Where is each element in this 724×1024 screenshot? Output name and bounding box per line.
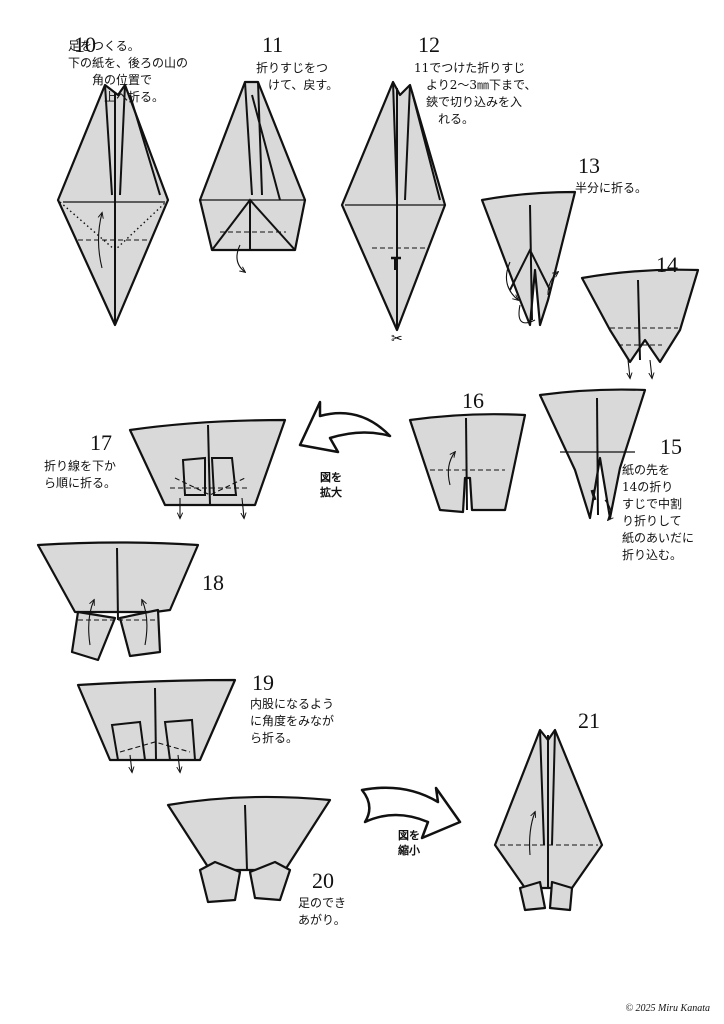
step-17-figure [128,418,287,518]
step-14-figure [580,268,700,378]
step-19-figure [76,678,237,772]
step-20-figure [166,795,332,904]
copyright-notice: © 2025 Miru Kanata [625,1003,710,1014]
step-10-text: 足をつくる。 下の紙を、後ろの山の 角の位置で 上へ折る。 [68,39,189,104]
scissors-icon: ✂ [391,331,403,347]
step-13-text: 半分に折る。 [575,181,648,195]
step-19-text: 内股になるよう に角度をみなが ら折る。 [250,697,335,745]
step-15-text: 紙の先を 14の折り すじで中割 り折りして 紙のあいだに 折り込む。 [622,463,695,562]
step-17-text: 折り線を下か ら順に折る。 [44,459,117,490]
step-21-figure [493,728,604,912]
step-11-number: 11 [262,32,284,57]
shrink-label: 図を 縮小 [398,829,420,857]
step-16-number: 16 [462,388,484,413]
step-12-text: 11でつけた折りすじ より2〜3㎜下まで、 鋏で切り込みを入 れる。 [414,61,537,126]
step-17-number: 17 [90,430,112,455]
step-10-figure [56,83,170,327]
step-18-number: 18 [202,570,224,595]
step-11-text: 折りすじをつ けて、戻す。 [256,61,339,92]
step-12-figure [340,80,447,332]
enlarge-arrow [298,400,392,454]
step-15-figure [538,388,647,520]
step-15-number: 15 [660,434,682,459]
step-18-figure [36,541,200,662]
step-16-figure [408,413,527,514]
step-20-number: 20 [312,868,334,893]
step-13-number: 13 [578,153,600,178]
step-14-number: 14 [656,252,678,277]
step-20-text: 足のでき あがり。 [298,896,347,927]
shrink-arrow [360,786,462,840]
step-21-number: 21 [578,708,600,733]
step-11-figure [198,80,307,272]
step-10-number: 10 [74,32,96,57]
step-19-number: 19 [252,670,274,695]
enlarge-label: 図を 拡大 [320,471,342,499]
step-13-figure [480,190,577,327]
step-12-number: 12 [418,32,440,57]
